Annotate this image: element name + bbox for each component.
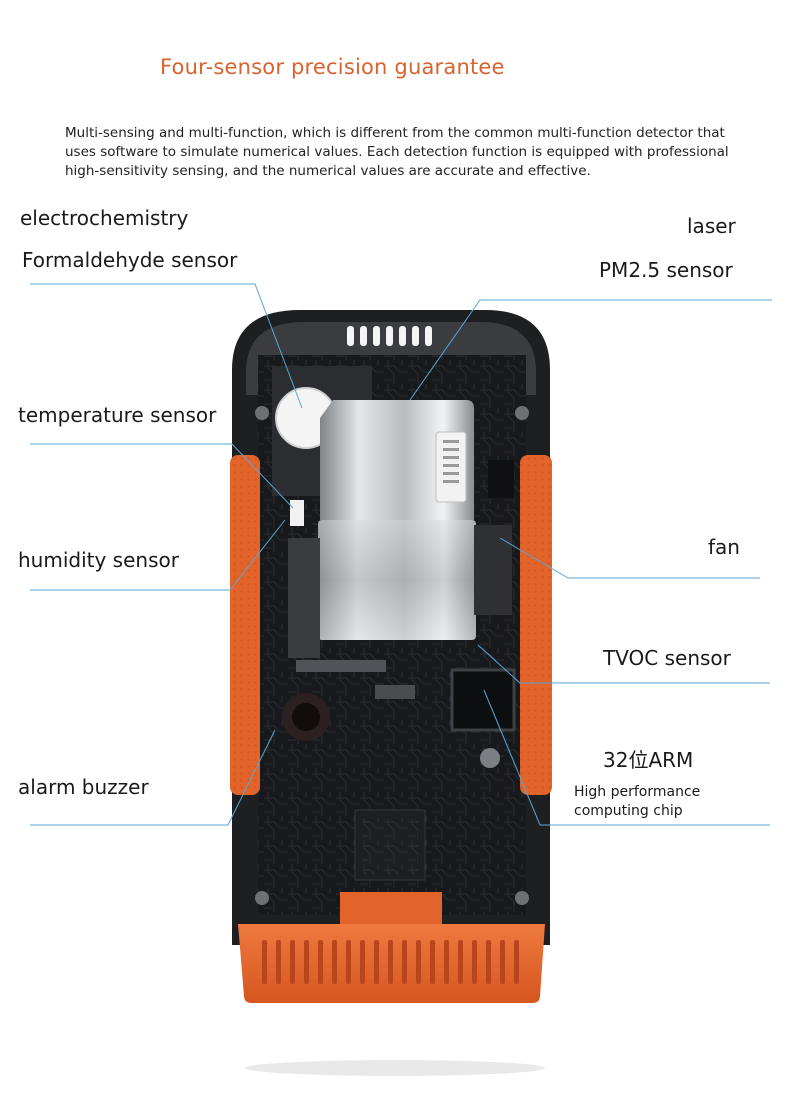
capacitor bbox=[480, 748, 500, 768]
label-humidity-sensor: humidity sensor bbox=[18, 548, 179, 572]
label-pm25-sensor: PM2.5 sensor bbox=[599, 258, 733, 282]
page-headline: Four-sensor precision guarantee bbox=[160, 55, 505, 79]
leader-arm bbox=[483, 689, 770, 826]
screws bbox=[255, 406, 529, 905]
label-laser: laser bbox=[687, 214, 736, 238]
label-arm: 32位ARM bbox=[603, 748, 694, 772]
temp-humidity-sensor bbox=[290, 500, 304, 526]
intro-paragraph: Multi-sensing and multi-function, which … bbox=[65, 125, 729, 179]
top-vent bbox=[347, 326, 432, 346]
leader-humidity bbox=[30, 519, 286, 591]
fan bbox=[474, 525, 512, 615]
label-arm-sub-2: computing chip bbox=[574, 803, 683, 819]
leader-pm25 bbox=[409, 299, 772, 401]
label-alarm-buzzer: alarm buzzer bbox=[18, 775, 149, 799]
floor-shadow bbox=[245, 1060, 545, 1076]
leader-temperature bbox=[30, 443, 294, 509]
leader-tvoc bbox=[477, 644, 770, 684]
leader-fan bbox=[499, 537, 760, 579]
leader-formaldehyde bbox=[30, 283, 303, 409]
base-vent-slots bbox=[262, 940, 519, 984]
label-tvoc-sensor: TVOC sensor bbox=[603, 646, 731, 670]
label-fan: fan bbox=[708, 535, 740, 559]
label-electrochemistry: electrochemistry bbox=[20, 206, 189, 230]
leader-buzzer bbox=[30, 729, 276, 826]
arm-chip bbox=[450, 668, 516, 732]
label-arm-sub-1: High performance bbox=[574, 784, 701, 800]
label-formaldehyde-sensor: Formaldehyde sensor bbox=[22, 248, 238, 272]
label-temperature-sensor: temperature sensor bbox=[18, 403, 217, 427]
leader-lines bbox=[30, 283, 772, 826]
